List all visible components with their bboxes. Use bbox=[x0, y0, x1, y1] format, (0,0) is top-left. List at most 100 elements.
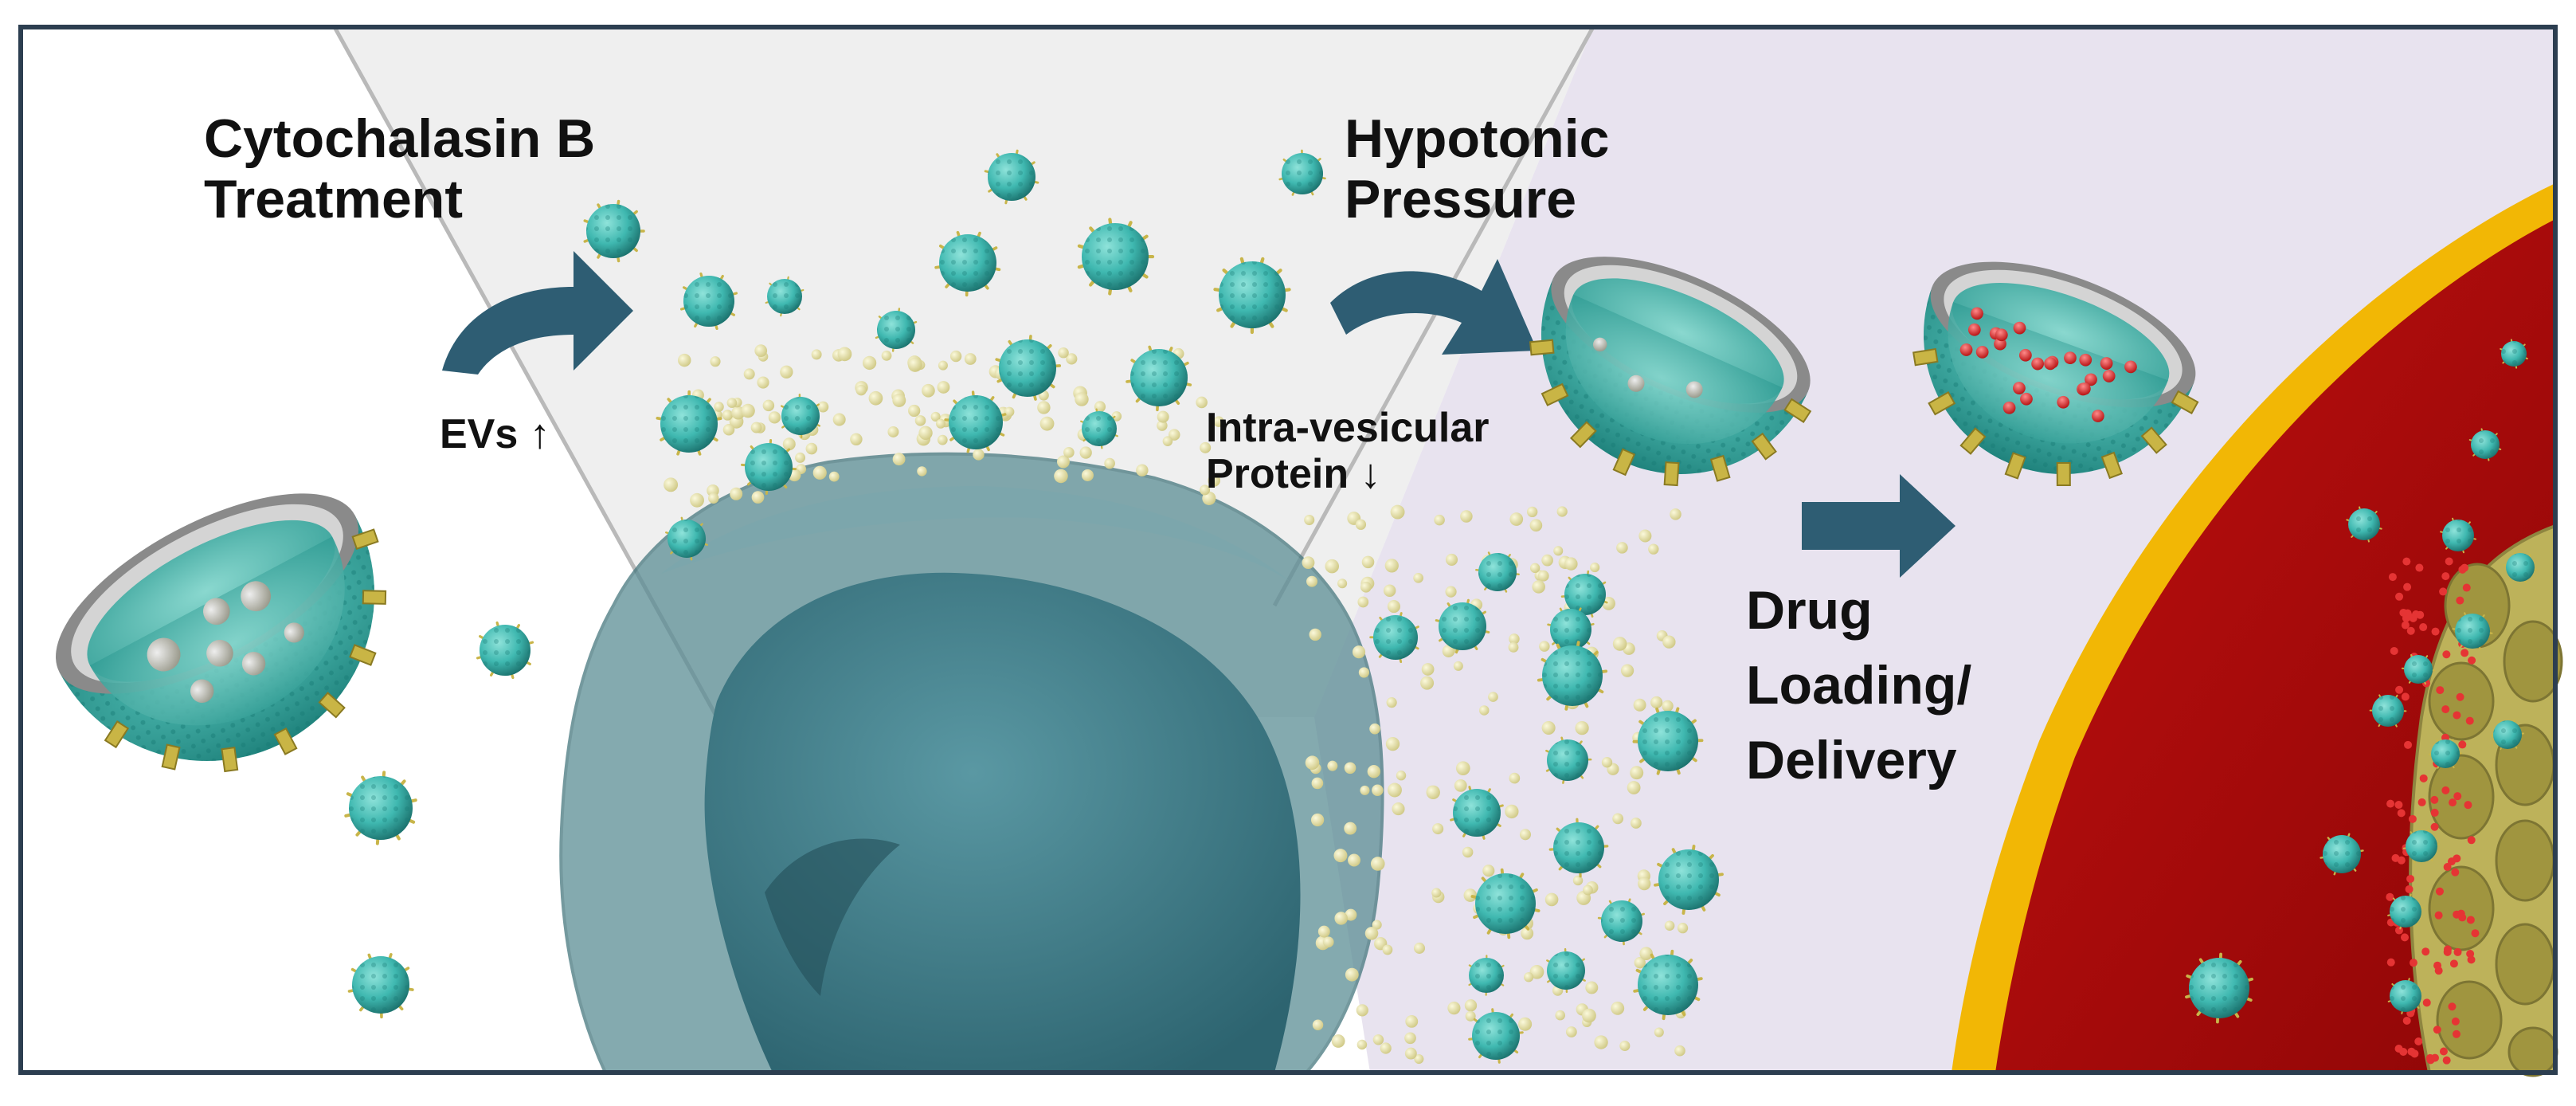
protein-dot bbox=[1364, 927, 1379, 940]
protein-dot bbox=[1544, 892, 1559, 907]
protein-dot bbox=[1575, 721, 1589, 735]
protein-dot bbox=[1305, 755, 1320, 770]
delivered-drug-dot bbox=[2449, 959, 2458, 968]
protein-dot bbox=[1344, 822, 1357, 835]
protein-line-2: Protein ↓ bbox=[1206, 451, 1381, 498]
protein-dot bbox=[805, 442, 818, 455]
protein-dot bbox=[1396, 771, 1407, 781]
protein-dot bbox=[908, 357, 922, 371]
delivered-drug-dot bbox=[2448, 1002, 2457, 1011]
delivered-drug-dot bbox=[2466, 949, 2475, 958]
delivered-drug-dot bbox=[2458, 565, 2467, 574]
protein-dot bbox=[1344, 762, 1357, 775]
protein-dot bbox=[1136, 464, 1149, 477]
delivered-drug-dot bbox=[2457, 909, 2465, 918]
protein-dot bbox=[1650, 696, 1663, 709]
delivered-drug-dot bbox=[2442, 650, 2451, 659]
delivered-drug-dot bbox=[2467, 836, 2476, 845]
protein-dot bbox=[1541, 554, 1553, 567]
protein-dot bbox=[1583, 884, 1593, 896]
protein-dot bbox=[1304, 514, 1315, 526]
protein-dot bbox=[664, 477, 679, 492]
delivered-drug-dot bbox=[2419, 774, 2428, 782]
protein-dot bbox=[1380, 1042, 1392, 1054]
delivered-drug-dot bbox=[2430, 1053, 2439, 1062]
delivered-drug-dot bbox=[2388, 573, 2397, 582]
tissue-cell bbox=[2428, 661, 2495, 741]
delivered-drug-dot bbox=[2422, 998, 2431, 1007]
protein-dot bbox=[1309, 628, 1321, 641]
delivered-drug-dot bbox=[2408, 814, 2417, 823]
delivered-drug-dot bbox=[2430, 808, 2439, 817]
protein-dot bbox=[795, 452, 806, 463]
protein-dot bbox=[1385, 736, 1400, 751]
delivered-drug-dot bbox=[2394, 800, 2403, 809]
protein-dot bbox=[1345, 967, 1359, 982]
evs-increase-label: EVs ↑ bbox=[440, 411, 550, 457]
delivered-drug-dot bbox=[2415, 563, 2424, 572]
protein-dot bbox=[1564, 557, 1578, 571]
protein-dot bbox=[780, 365, 793, 378]
protein-dot bbox=[1638, 877, 1651, 891]
delivered-drug-dot bbox=[2401, 692, 2410, 701]
protein-dot bbox=[722, 410, 734, 421]
protein-dot bbox=[1674, 1045, 1685, 1057]
delivered-drug-dot bbox=[2430, 795, 2439, 804]
tissue-cell bbox=[2428, 865, 2495, 951]
protein-dot bbox=[1337, 578, 1348, 589]
delivered-drug-dot bbox=[2449, 798, 2457, 807]
protein-dot bbox=[1565, 1026, 1577, 1037]
delivered-drug-dot bbox=[2443, 945, 2452, 954]
protein-dot bbox=[730, 487, 743, 500]
protein-dot bbox=[1104, 457, 1115, 469]
protein-dot bbox=[868, 390, 883, 406]
protein-dot bbox=[1601, 757, 1613, 768]
protein-dot bbox=[1390, 504, 1405, 520]
protein-dot bbox=[1302, 556, 1315, 570]
delivered-drug-dot bbox=[2419, 623, 2428, 632]
delivered-drug-dot bbox=[2397, 809, 2406, 818]
protein-dot bbox=[1555, 1010, 1566, 1021]
protein-dot bbox=[892, 453, 906, 466]
protein-dot bbox=[1453, 661, 1463, 671]
protein-dot bbox=[708, 492, 719, 504]
protein-dot bbox=[1611, 1001, 1625, 1015]
protein-dot bbox=[750, 422, 762, 433]
protein-dot bbox=[1631, 818, 1642, 829]
protein-dot bbox=[1432, 823, 1444, 835]
protein-dot bbox=[1431, 888, 1442, 898]
protein-dot bbox=[722, 424, 735, 436]
delivered-drug-dot bbox=[2386, 892, 2394, 901]
protein-dot bbox=[1421, 663, 1435, 676]
protein-dot bbox=[1356, 1004, 1368, 1017]
protein-dot bbox=[938, 360, 948, 371]
delivered-drug-dot bbox=[2417, 798, 2426, 806]
protein-dot bbox=[1518, 1017, 1533, 1031]
delivered-drug-dot bbox=[2439, 587, 2448, 596]
delivered-drug-dot bbox=[2401, 621, 2410, 629]
delivered-drug-dot bbox=[2400, 933, 2409, 942]
delivered-drug-dot bbox=[2414, 1037, 2423, 1045]
delivered-drug-dot bbox=[2439, 1047, 2448, 1056]
delivered-drug-dot bbox=[2461, 649, 2469, 657]
protein-dot bbox=[678, 353, 691, 367]
delivered-drug-dot bbox=[2465, 716, 2474, 725]
protein-dot bbox=[1063, 447, 1075, 458]
protein-dot bbox=[714, 402, 724, 412]
protein-dot bbox=[1612, 813, 1624, 825]
protein-dot bbox=[937, 381, 950, 394]
protein-dot bbox=[1075, 392, 1089, 406]
protein-dot bbox=[1327, 760, 1338, 771]
protein-dot bbox=[1054, 469, 1068, 484]
hypotonic-line-1: Hypotonic bbox=[1345, 108, 1610, 169]
protein-dot bbox=[881, 351, 892, 361]
protein-dot bbox=[1311, 777, 1324, 790]
delivered-drug-dot bbox=[2436, 686, 2445, 695]
protein-dot bbox=[1454, 779, 1467, 792]
protein-dot bbox=[1677, 923, 1689, 934]
delivered-drug-dot bbox=[2430, 822, 2439, 831]
delivered-drug-dot bbox=[2431, 627, 2440, 636]
protein-dot bbox=[922, 383, 935, 398]
delivered-drug-dot bbox=[2458, 740, 2467, 749]
protein-dot bbox=[1556, 506, 1568, 517]
